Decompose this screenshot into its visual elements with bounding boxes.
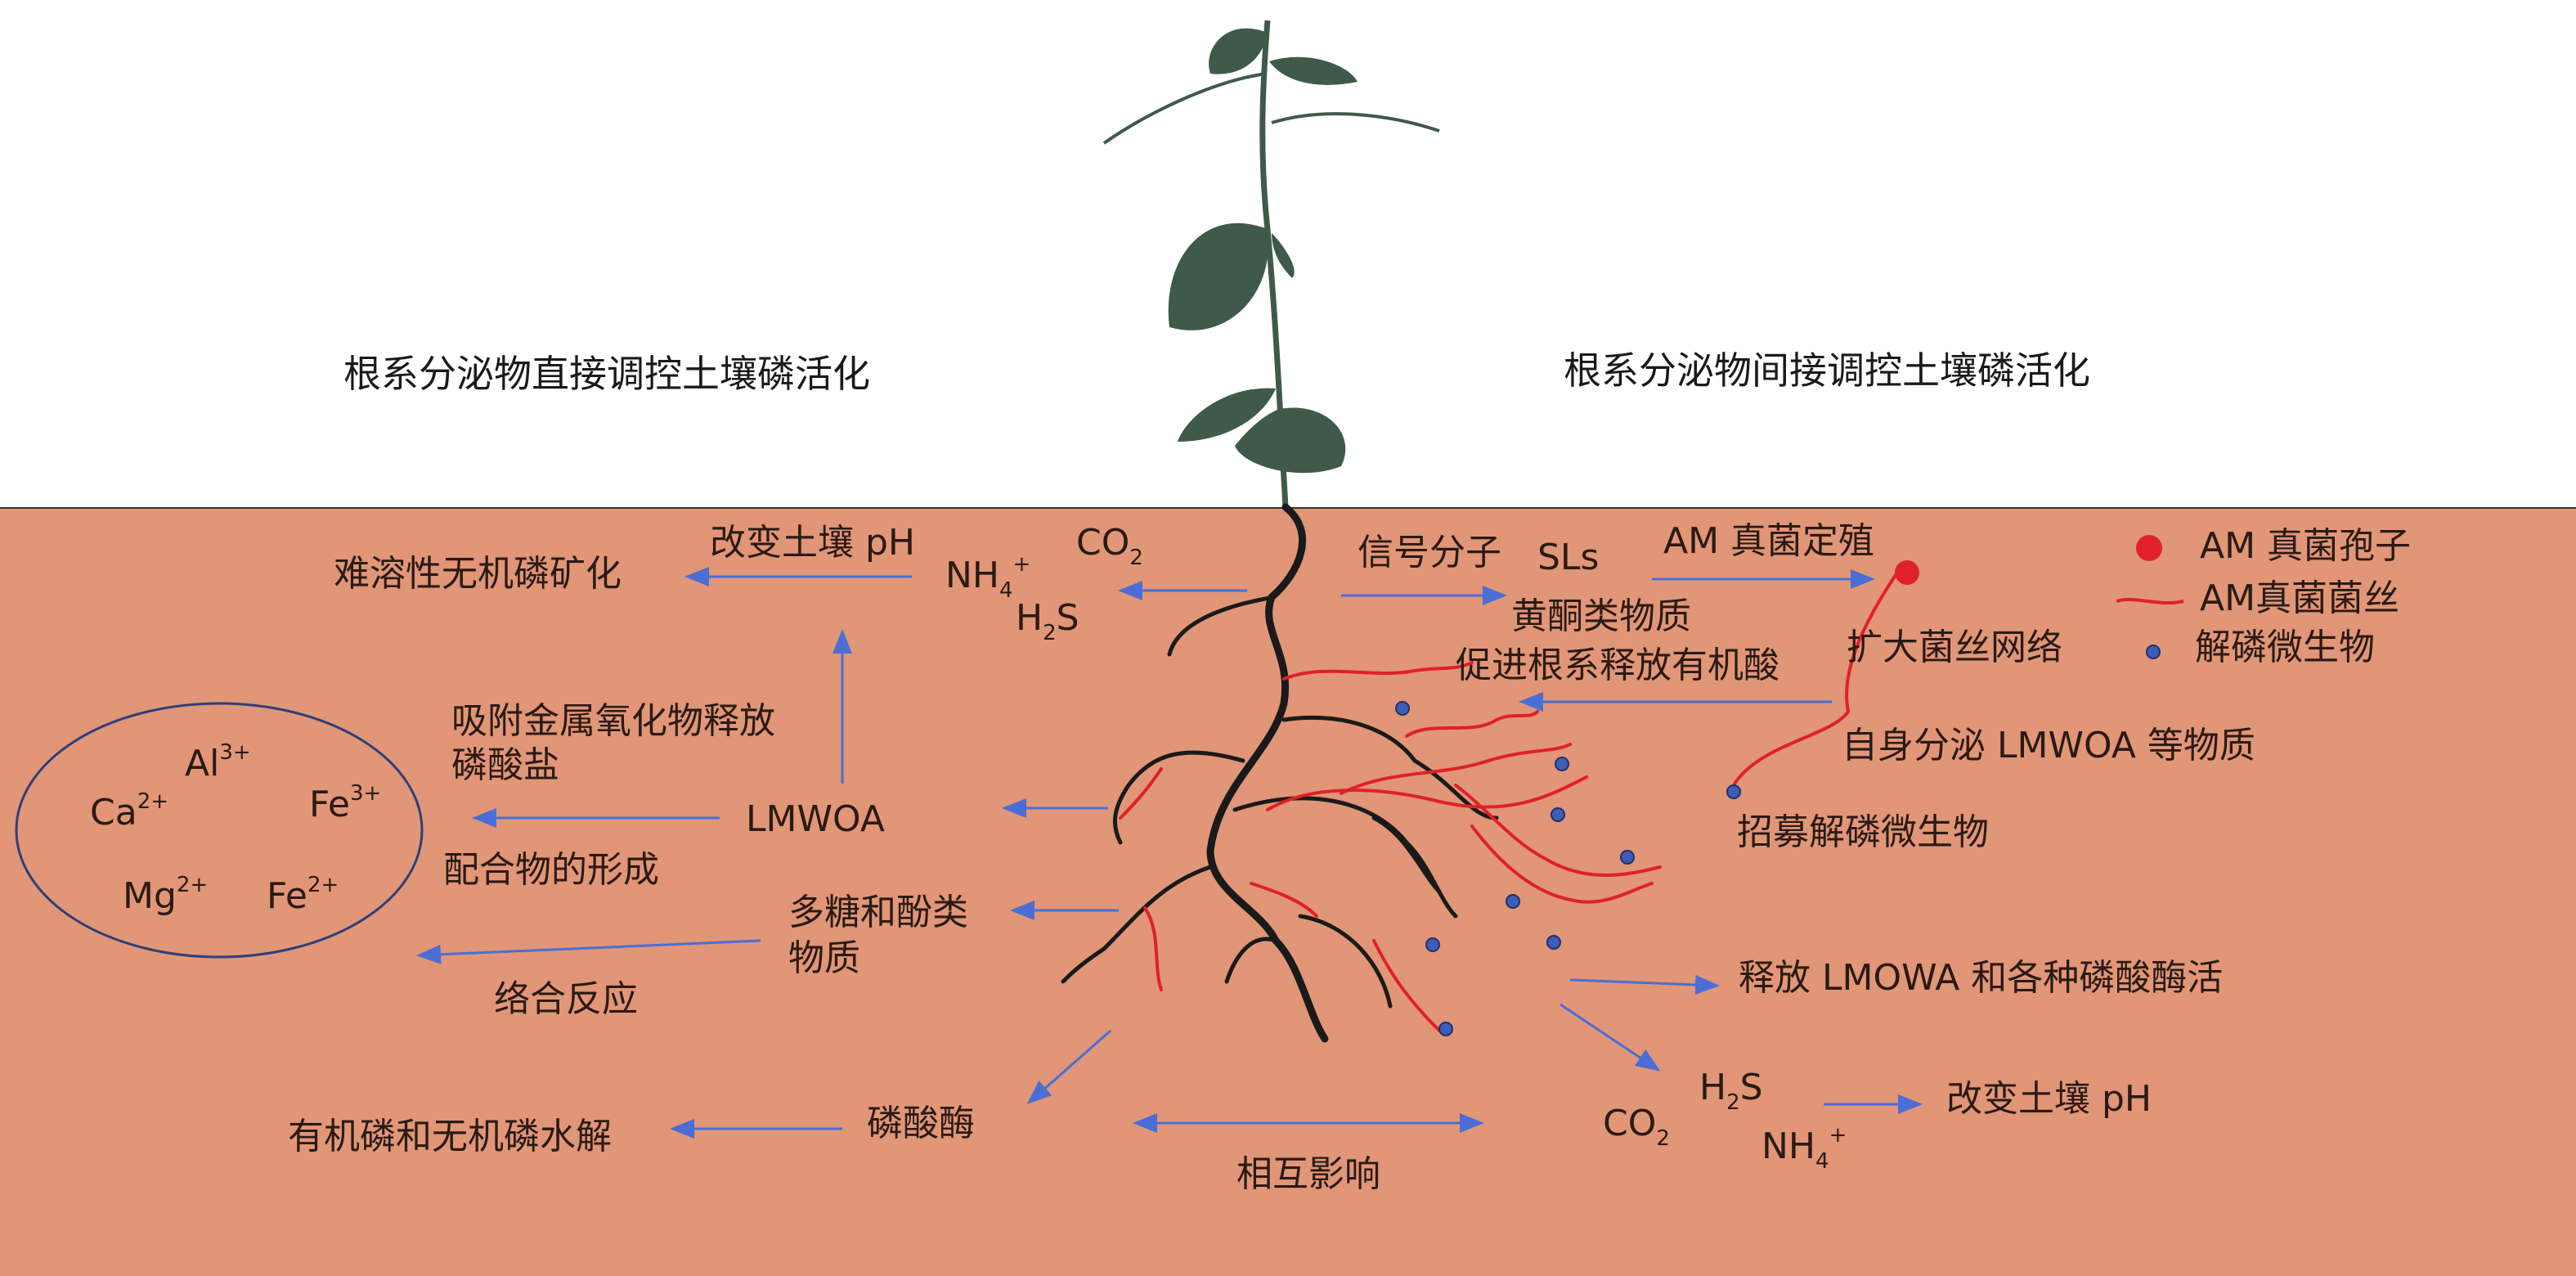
- ion-mg2: Mg2+: [123, 873, 209, 917]
- lateral-root: [1061, 865, 1213, 984]
- legend-spore-icon: [2136, 535, 2162, 561]
- ion-fe2: Fe2+: [267, 873, 339, 917]
- microbe: [1395, 701, 1410, 716]
- label-adsorb-line2: 磷酸盐: [451, 744, 559, 786]
- legend-microbe-label: 解磷微生物: [2195, 627, 2375, 668]
- label-h2s-right: H2S: [1699, 1067, 1763, 1115]
- legend-hyphae-label: AM真菌菌丝: [2200, 577, 2400, 619]
- label-adsorb-line1: 吸附金属氧化物释放: [451, 700, 775, 742]
- label-poly-line1: 多糖和酚类: [788, 892, 968, 933]
- leaf: [1209, 28, 1268, 74]
- microbe: [1438, 1022, 1453, 1036]
- leaf: [1168, 222, 1269, 330]
- metal-ion-ellipse: [15, 702, 424, 959]
- plant-shoot: [1102, 20, 1440, 508]
- label-signal-molecule: 信号分子: [1358, 532, 1501, 573]
- label-nh4-right: NH4+: [1761, 1123, 1847, 1174]
- hypha: [1470, 824, 1654, 904]
- microbe: [1620, 850, 1635, 865]
- soil-region: [0, 507, 2576, 1276]
- arrows: [416, 567, 1923, 1139]
- label-recruit-microbes: 招募解磷微生物: [1737, 811, 1989, 853]
- legend-microbe-icon: [2146, 645, 2161, 659]
- label-mineralization: 难溶性无机磷矿化: [334, 553, 622, 595]
- legend-markers: [2116, 535, 2184, 659]
- hypha: [1119, 767, 1163, 820]
- microbe: [1551, 807, 1565, 822]
- microbes: [1395, 701, 1741, 1036]
- label-h2s-left: H2S: [1016, 597, 1079, 645]
- lateral-root: [1371, 815, 1442, 894]
- leaf: [1102, 72, 1267, 145]
- arrow-complexation: [416, 939, 761, 964]
- arrow-to-phosphatase: [1026, 1029, 1111, 1104]
- label-lmwoa: LMWOA: [746, 798, 885, 840]
- leaf: [1272, 233, 1295, 278]
- label-poly-line2: 物质: [788, 937, 860, 979]
- label-hydrolysis: 有机磷和无机磷水解: [288, 1116, 612, 1157]
- label-change-ph-right: 改变土壤 pH: [1946, 1078, 2152, 1120]
- microbe: [1425, 937, 1440, 952]
- hypha: [1340, 743, 1572, 795]
- arrow-to-gases-right: [1560, 1003, 1661, 1072]
- leaf: [1271, 112, 1440, 133]
- lateral-root: [1281, 716, 1499, 820]
- label-flavonoid: 黄酮类物质: [1511, 595, 1691, 637]
- label-promote-acid: 促进根系释放有机酸: [1456, 645, 1779, 686]
- lateral-root: [1224, 937, 1278, 984]
- label-co2-left: CO2: [1076, 522, 1143, 570]
- ion-al3: Al3+: [185, 740, 251, 784]
- lateral-root: [1112, 750, 1245, 845]
- label-am-colonize: AM 真菌定殖: [1663, 520, 1875, 562]
- am-hyphae: [1119, 571, 1899, 1032]
- label-co2-right: CO2: [1603, 1103, 1670, 1151]
- label-change-ph-left: 改变土壤 pH: [710, 522, 916, 564]
- label-release-lmowa: 释放 LMOWA 和各种磷酸酶活: [1739, 957, 2224, 999]
- lateral-root: [1232, 796, 1458, 919]
- header-direct: 根系分泌物直接调控土壤磷活化: [343, 352, 870, 396]
- label-sls: SLs: [1537, 537, 1600, 578]
- label-complex-formation: 配合物的形成: [443, 849, 659, 891]
- hypha: [1454, 784, 1662, 877]
- ion-ca2: Ca2+: [90, 789, 169, 833]
- lateral-root: [1298, 914, 1393, 1009]
- legend-hyphae-icon: [2116, 597, 2184, 605]
- microbe: [1555, 757, 1569, 771]
- label-phosphatase: 磷酸酶: [867, 1103, 975, 1144]
- label-expand-network: 扩大菌丝网络: [1847, 627, 2062, 668]
- am-spore: [1895, 560, 1919, 585]
- microbe: [1546, 935, 1561, 950]
- hypha: [1250, 882, 1318, 918]
- header-indirect: 根系分泌物间接调控土壤磷活化: [1564, 348, 2090, 393]
- microbe: [1506, 894, 1520, 909]
- main-root: [1206, 503, 1329, 1043]
- ion-fe3: Fe3+: [309, 781, 382, 825]
- label-nh4-left: NH4+: [945, 552, 1031, 603]
- arrow-to-release: [1569, 974, 1720, 995]
- hypha: [1405, 710, 1539, 738]
- hypha: [1372, 939, 1441, 1032]
- label-complexation: 络合反应: [494, 978, 638, 1020]
- label-mutual-influence: 相互影响: [1236, 1153, 1380, 1195]
- leaf: [1235, 407, 1346, 474]
- leaf: [1269, 56, 1358, 85]
- leaf: [1178, 388, 1276, 442]
- lateral-root: [1167, 595, 1277, 657]
- label-self-secrete: 自身分泌 LMWOA 等物质: [1842, 725, 2255, 766]
- legend-spore-label: AM 真菌孢子: [2200, 525, 2412, 567]
- hypha: [1282, 661, 1474, 681]
- hypha: [1732, 571, 1899, 787]
- hypha: [1266, 775, 1588, 811]
- microbe: [1726, 784, 1741, 799]
- hypha: [1143, 906, 1163, 991]
